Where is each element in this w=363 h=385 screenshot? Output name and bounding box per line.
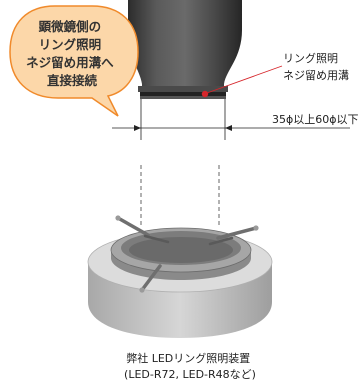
callout-line-4: 直接接続 bbox=[47, 73, 98, 88]
groove-label-line1: リング照明 bbox=[283, 51, 338, 65]
dimension-label: 35ϕ以上60ϕ以下 bbox=[272, 113, 359, 126]
callout-bubble: 顕微鏡側の リング照明 ネジ留め用溝へ 直接接続 bbox=[9, 5, 139, 117]
groove-marker bbox=[201, 90, 209, 98]
caption-line2: (LED-R72, LED-R48など) bbox=[124, 368, 256, 381]
set-screw-1 bbox=[115, 215, 150, 237]
ring-groove bbox=[140, 92, 226, 96]
callout-line-1: 顕微鏡側の bbox=[39, 19, 102, 34]
set-screw-3 bbox=[139, 264, 162, 293]
groove-leader-line bbox=[206, 65, 283, 94]
microscope-lens bbox=[128, 0, 242, 99]
set-screw-5 bbox=[208, 236, 234, 246]
set-screw-2 bbox=[216, 225, 259, 240]
dimension: 35ϕ以上60ϕ以下 bbox=[112, 99, 359, 140]
groove-label-line2: ネジ留め用溝 bbox=[283, 69, 349, 82]
callout-line-2: リング照明 bbox=[39, 37, 102, 52]
caption-line1: 弊社 LEDリング照明装置 bbox=[126, 351, 250, 365]
set-screw-4 bbox=[143, 234, 170, 244]
device-caption: 弊社 LEDリング照明装置 (LED-R72, LED-R48など) bbox=[124, 351, 256, 381]
groove-label: リング照明 ネジ留め用溝 bbox=[283, 51, 349, 82]
led-ring-light bbox=[87, 215, 273, 338]
svg-text:顕微鏡側の リング照明 ネジ留め用溝: 顕微鏡側の リング照明 ネジ留め用溝へ 直接接続 bbox=[26, 19, 118, 88]
callout-line-3: ネジ留め用溝へ bbox=[26, 55, 114, 70]
